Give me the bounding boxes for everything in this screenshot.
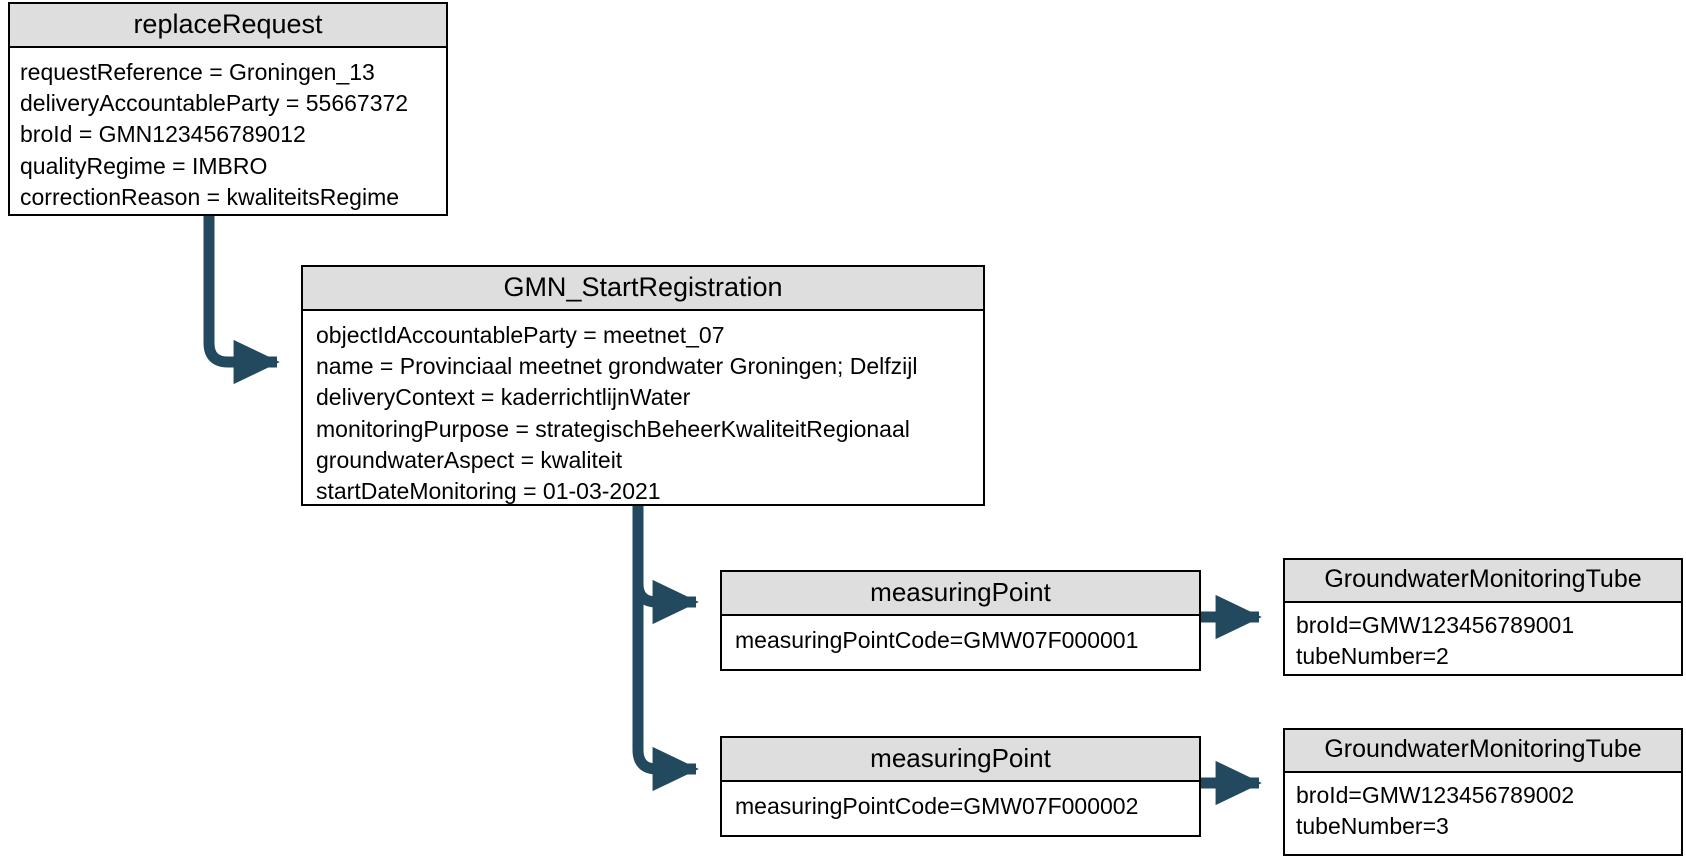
box-attributes-groundwater-monitoring-tube-2: broId=GMW123456789002 tubeNumber=3	[1285, 773, 1681, 849]
connector-start-registration-to-measuring-point-2	[632, 506, 699, 792]
box-attributes-measuring-point-1: measuringPointCode=GMW07F000001	[722, 616, 1199, 665]
box-title-measuring-point-2: measuringPoint	[722, 738, 1199, 783]
object-box-replace-request[interactable]: replaceRequest requestReference = Gronin…	[8, 2, 448, 216]
attribute-row: correctionReason = kwaliteitsRegime	[20, 183, 400, 210]
connector-replace-request-to-start-registration	[203, 216, 280, 385]
box-title-groundwater-monitoring-tube-1: GroundwaterMonitoringTube	[1285, 560, 1681, 603]
attribute-row: measuringPointCode=GMW07F000001	[735, 627, 1139, 654]
attribute-row: measuringPointCode=GMW07F000002	[735, 793, 1139, 820]
object-box-measuring-point-1[interactable]: measuringPoint measuringPointCode=GMW07F…	[720, 570, 1201, 671]
object-box-measuring-point-2[interactable]: measuringPoint measuringPointCode=GMW07F…	[720, 736, 1201, 837]
attribute-row: broId=GMW123456789001	[1296, 612, 1575, 638]
object-box-gmn-start-registration[interactable]: GMN_StartRegistration objectIdAccountabl…	[301, 265, 985, 506]
attribute-row: deliveryAccountableParty = 55667372	[20, 90, 409, 117]
attribute-row: requestReference = Groningen_13	[20, 59, 375, 86]
attribute-row: tubeNumber=3	[1296, 812, 1449, 839]
box-attributes-gmn-start-registration: objectIdAccountableParty = meetnet_07 na…	[303, 311, 983, 515]
attribute-row: deliveryContext = kaderrichtlijnWater	[316, 384, 691, 411]
object-box-groundwater-monitoring-tube-2[interactable]: GroundwaterMonitoringTube broId=GMW12345…	[1283, 728, 1683, 856]
attribute-row: monitoringPurpose = strategischBeheerKwa…	[316, 415, 910, 442]
box-title-replace-request: replaceRequest	[10, 4, 446, 49]
attribute-row: name = Provinciaal meetnet grondwater Gr…	[316, 353, 918, 380]
attribute-row: qualityRegime = IMBRO	[20, 152, 268, 179]
attribute-row: startDateMonitoring = 01-03-2021	[316, 477, 661, 504]
attribute-row: broId = GMN123456789012	[20, 121, 306, 148]
connector-start-registration-to-measuring-point-1	[632, 506, 699, 625]
box-title-groundwater-monitoring-tube-2: GroundwaterMonitoringTube	[1285, 730, 1681, 773]
object-box-groundwater-monitoring-tube-1[interactable]: GroundwaterMonitoringTube broId=GMW12345…	[1283, 558, 1683, 676]
box-attributes-replace-request: requestReference = Groningen_13 delivery…	[10, 48, 446, 221]
box-attributes-groundwater-monitoring-tube-1: broId=GMW123456789001 tubeNumber=2	[1285, 603, 1681, 679]
box-attributes-measuring-point-2: measuringPointCode=GMW07F000002	[722, 782, 1199, 831]
attribute-row: tubeNumber=2	[1296, 642, 1449, 669]
box-title-measuring-point-1: measuringPoint	[722, 572, 1199, 617]
attribute-row: objectIdAccountableParty = meetnet_07	[316, 322, 725, 349]
attribute-row: groundwaterAspect = kwaliteit	[316, 446, 623, 473]
attribute-row: broId=GMW123456789002	[1296, 782, 1575, 808]
box-title-gmn-start-registration: GMN_StartRegistration	[303, 267, 983, 312]
